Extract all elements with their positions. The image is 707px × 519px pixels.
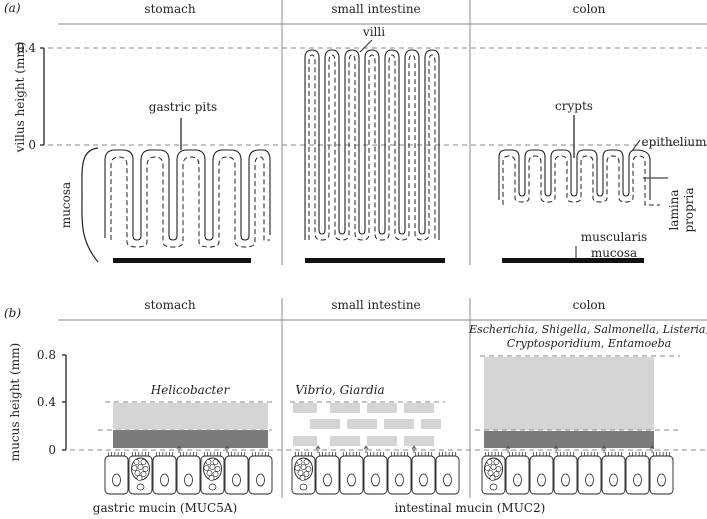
mucosa-brace: [81, 147, 99, 263]
stomach-firm-mucus: [113, 430, 268, 448]
header-stomach-b: stomach: [144, 298, 195, 312]
gastric-pits-label: gastric pits: [149, 100, 217, 114]
y-tick-label-0-a: 0: [28, 138, 36, 152]
muscularis-bar-stomach: [113, 258, 251, 263]
villi-epithelium: [304, 49, 440, 240]
villi-pointer: [359, 39, 373, 53]
epithelial-cell: [104, 452, 129, 495]
epithelial-cell: [224, 445, 249, 495]
y-tick-label-04-b: 0.4: [37, 395, 56, 409]
epithelial-cell: [577, 452, 602, 495]
epithelial-cell: [176, 445, 201, 495]
epithelial-cell: [529, 452, 554, 495]
villi-lamina: [308, 54, 436, 241]
pathogen-colon-line1: Escherichia, Shigella, Salmonella, Liste…: [468, 323, 707, 336]
epithelial-cell: [339, 452, 364, 495]
pathogen-stomach: Helicobacter: [150, 383, 231, 397]
epithelial-cells-stomach: [104, 445, 273, 495]
epithelial-cells-small-intestine: [291, 445, 460, 495]
epithelial-cell: [649, 445, 674, 495]
panel-b-label: (b): [4, 306, 21, 320]
stomach-loose-mucus: [113, 403, 268, 429]
epithelial-cell: [435, 452, 460, 495]
header-colon-a: colon: [573, 2, 606, 16]
epithelial-cell: [601, 445, 626, 495]
gastric-pits-lamina: [110, 156, 270, 248]
colon-firm-mucus: [484, 431, 654, 448]
epithelium-label: epithelium: [641, 135, 707, 149]
y-tick-label-0-b: 0: [48, 443, 56, 457]
footer-gastric-mucin: gastric mucin (MUC5A): [93, 501, 237, 515]
header-colon-b: colon: [573, 298, 606, 312]
colon-loose-mucus: [484, 357, 654, 430]
mucosa-label: mucosa: [59, 182, 73, 228]
goblet-cell: [291, 452, 316, 495]
epithelial-cell: [387, 452, 412, 495]
epithelial-cell: [625, 452, 650, 495]
small-intestine-mucus-patches: [293, 403, 441, 446]
header-small-intestine-a: small intestine: [331, 2, 420, 16]
panel-a-label: (a): [4, 1, 21, 15]
header-stomach-a: stomach: [144, 2, 195, 16]
epithelial-cell: [152, 452, 177, 495]
crypts-epithelium: [498, 149, 651, 200]
muscularis-label: muscularis: [581, 230, 647, 244]
y-tick-label-08-b: 0.8: [37, 348, 56, 362]
goblet-cell: [128, 452, 153, 495]
crypts-lamina: [502, 155, 660, 206]
footer-intestinal-mucin: intestinal mucin (MUC2): [395, 501, 546, 515]
lamina-label: lamina: [667, 189, 681, 230]
y-tick-label-04-a: 0.4: [17, 41, 36, 55]
epithelial-cell: [363, 445, 388, 495]
epithelial-cell: [248, 452, 273, 495]
goblet-cell: [200, 452, 225, 495]
pathogen-colon-line2: Cryptosporidium, Entamoeba: [507, 337, 671, 350]
villi-label: villi: [362, 25, 385, 39]
pathogen-small-intestine: Vibrio, Giardia: [295, 383, 384, 397]
epithelial-cells-colon: [481, 445, 674, 495]
crypts-label: crypts: [555, 99, 593, 113]
header-small-intestine-b: small intestine: [331, 298, 420, 312]
epithelial-cell: [411, 445, 436, 495]
epithelial-cell: [505, 445, 530, 495]
epithelium-pointer: [631, 139, 641, 152]
propria-label: propria: [682, 187, 696, 232]
goblet-cell: [481, 452, 506, 495]
gastric-pits-epithelium: [104, 149, 271, 241]
muscularis-bar-colon: [502, 258, 644, 263]
muscularis-bar-small-intestine: [305, 258, 445, 263]
epithelial-cell: [553, 445, 578, 495]
muscularis-mucosa-label: mucosa: [591, 246, 637, 260]
epithelial-cell: [315, 445, 340, 495]
y-axis-label-b: mucus height (mm): [8, 343, 22, 461]
y-axis-label-a: villus height (mm): [13, 42, 27, 154]
